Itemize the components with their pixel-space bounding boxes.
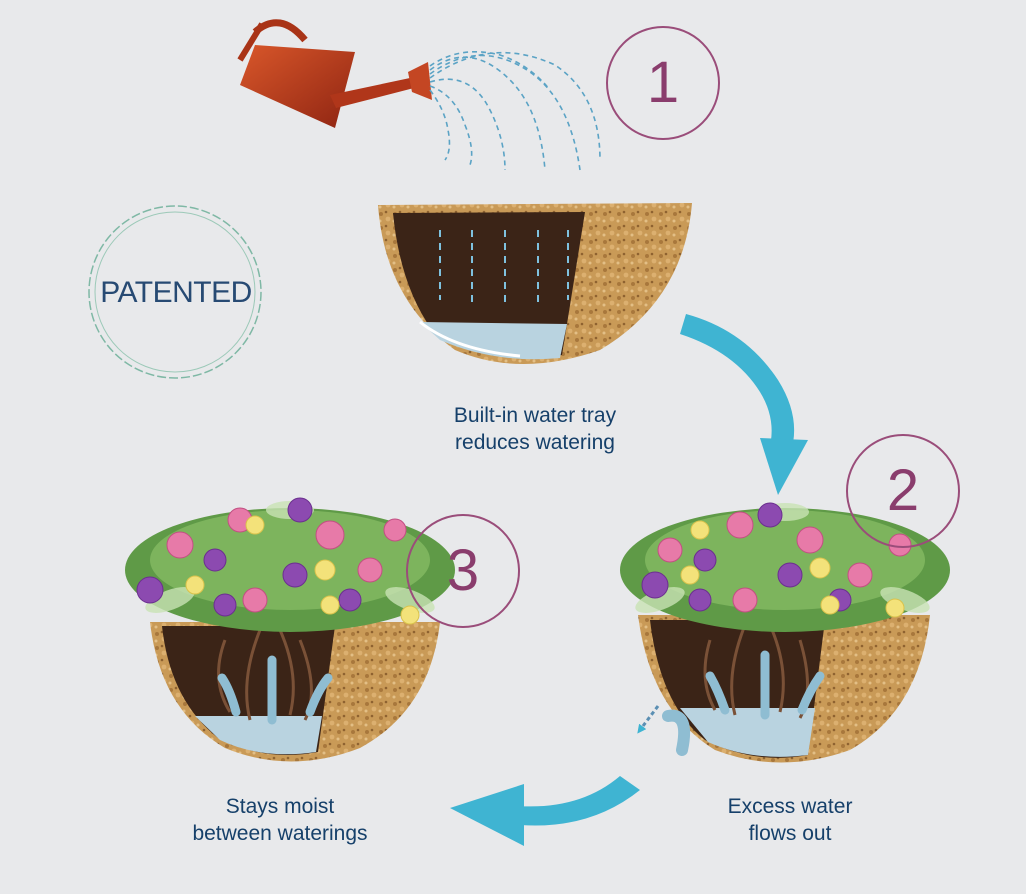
step-number-3: 3 bbox=[406, 514, 520, 628]
cycle-arrow-icon bbox=[450, 314, 808, 846]
patented-seal bbox=[88, 205, 262, 379]
planter-basket-right bbox=[637, 615, 930, 763]
step-1-caption: Built-in water tray reduces watering bbox=[410, 402, 660, 456]
planter-basket-left bbox=[150, 622, 440, 762]
flower-icon bbox=[125, 497, 950, 632]
step-2-caption-line2: flows out bbox=[748, 822, 832, 845]
yellow-flowers bbox=[185, 515, 905, 625]
step-1-caption-line2: reduces watering bbox=[455, 431, 615, 454]
purple-flowers bbox=[136, 497, 852, 617]
watering-can-icon bbox=[237, 19, 432, 128]
step-3-caption-line1: Stays moist bbox=[225, 795, 335, 818]
planter-basket-icon bbox=[378, 203, 692, 364]
water-spray bbox=[429, 50, 601, 171]
step-1-caption-line1: Built-in water tray bbox=[453, 404, 617, 427]
step-number-2: 2 bbox=[846, 434, 960, 548]
step-2-caption: Excess water flows out bbox=[680, 793, 900, 847]
step-3-caption: Stays moist between waterings bbox=[160, 793, 400, 847]
patented-label: PATENTED bbox=[100, 276, 252, 309]
step-number-1: 1 bbox=[606, 26, 720, 140]
step-3-caption-line2: between waterings bbox=[192, 822, 368, 845]
step-2-caption-line1: Excess water bbox=[727, 795, 853, 818]
